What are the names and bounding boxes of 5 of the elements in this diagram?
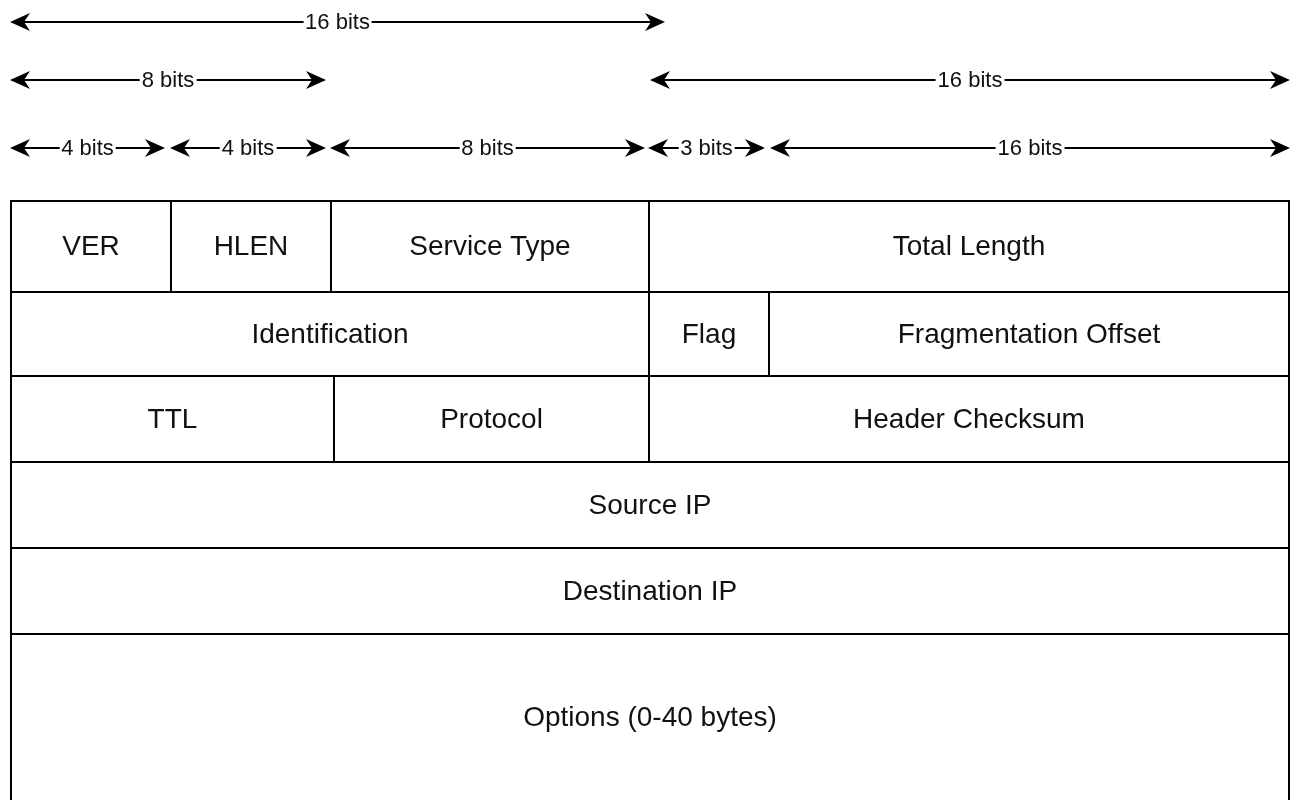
header-field: Options (0-40 bytes) — [10, 633, 1290, 800]
header-field: Destination IP — [10, 547, 1290, 635]
header-field: VER — [10, 200, 172, 293]
header-field: Source IP — [10, 461, 1290, 549]
header-field: Total Length — [648, 200, 1290, 293]
